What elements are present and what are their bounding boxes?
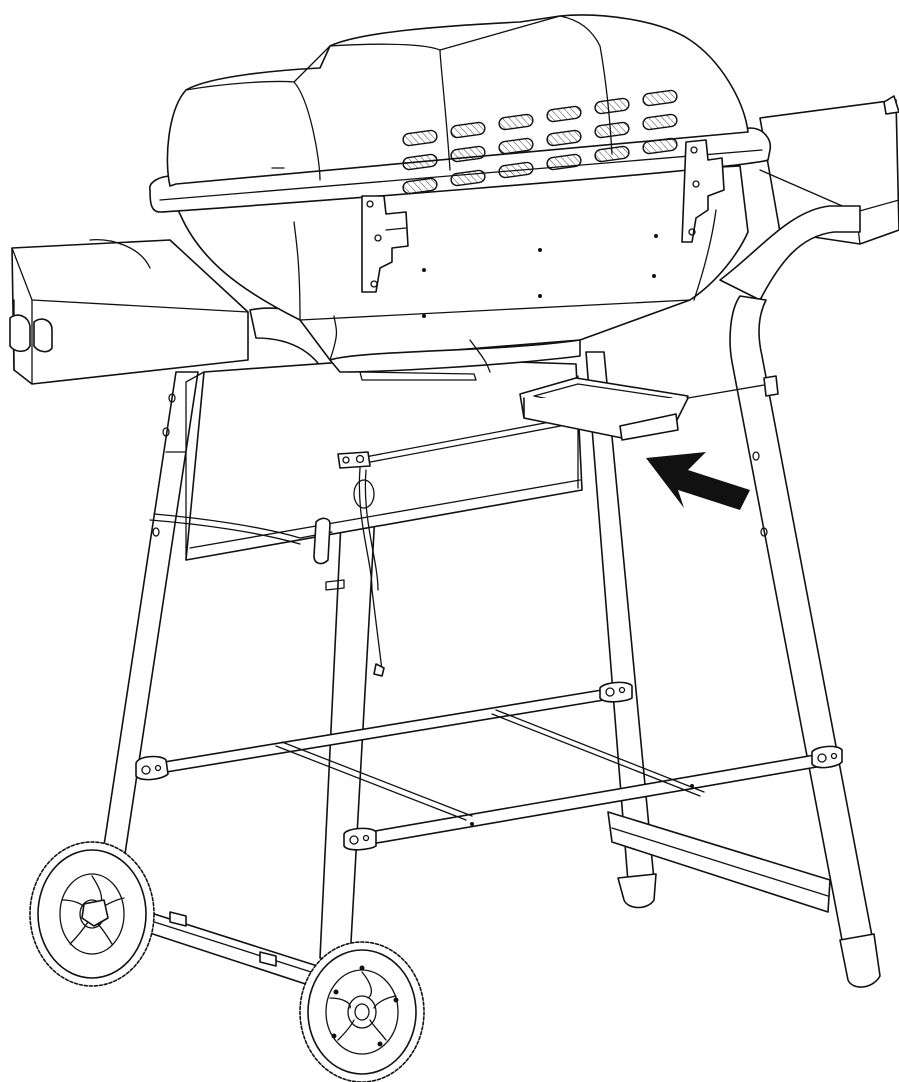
vent-slot xyxy=(546,129,582,147)
right-side-shelf xyxy=(759,95,899,245)
condiment-basket xyxy=(519,375,779,441)
vent-slot xyxy=(498,161,534,179)
vent-slot xyxy=(450,121,486,139)
lid-hinge-left xyxy=(361,195,409,293)
left-wheel xyxy=(29,841,155,987)
vent-slot xyxy=(594,97,630,115)
vent-slot xyxy=(450,145,486,163)
vent-slot xyxy=(402,177,438,195)
vent-slot xyxy=(498,113,534,131)
regulator-hose xyxy=(149,513,345,591)
rear-frame xyxy=(185,357,593,561)
vent-slot xyxy=(402,129,438,147)
lower-frame-bars xyxy=(135,681,843,851)
right-leg-frame xyxy=(585,205,881,988)
vent-slot xyxy=(594,121,630,139)
vent-slot xyxy=(450,169,486,187)
lid-hinge-right xyxy=(681,139,725,243)
arrow-icon xyxy=(646,452,750,510)
vent-slot xyxy=(546,153,582,171)
vent-slot xyxy=(498,137,534,155)
vent-slot xyxy=(546,105,582,123)
right-wheel xyxy=(299,941,425,1082)
vent-slot xyxy=(642,113,678,131)
vent-slot xyxy=(402,153,438,171)
bottom-rear-support xyxy=(607,811,831,913)
match-holder-chain xyxy=(337,451,385,677)
left-side-shelf xyxy=(9,239,249,385)
vent-slot xyxy=(594,145,630,163)
lid-vent-slots xyxy=(402,89,678,195)
vent-slot xyxy=(642,137,678,155)
firebox xyxy=(169,165,749,373)
vent-slot xyxy=(642,89,678,107)
